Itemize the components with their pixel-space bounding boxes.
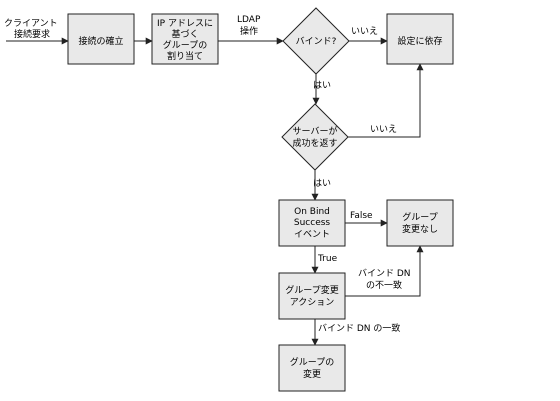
client-label-2: 接続要求: [14, 28, 50, 40]
change-label-1: グループの: [290, 356, 334, 368]
true-label: True: [317, 254, 338, 264]
ldap-label-1: LDAP: [237, 15, 261, 25]
edge-action-nochange: [345, 245, 424, 297]
dn-mismatch-label-1: バインド DN: [358, 268, 411, 279]
action-label-2: アクション: [290, 297, 335, 308]
server-return-decision: [281, 103, 349, 171]
nochange-label-1: グループ: [402, 211, 437, 223]
depends-box: [386, 13, 454, 65]
group-change-box: [278, 344, 346, 392]
on-bind-box: [278, 199, 346, 247]
change-label-2: 変更: [303, 368, 321, 380]
onbind-label-2: Success: [294, 218, 331, 228]
server-label-1: サーバーが: [293, 125, 338, 137]
ip-label-1: IP アドレスに: [157, 18, 213, 29]
onbind-label-1: On Bind: [294, 207, 330, 217]
edge-server-depends: [348, 63, 424, 138]
server-label-2: 成功を返す: [292, 137, 337, 149]
bind-label: バインド?: [296, 36, 337, 47]
yes-label-1: はい: [313, 80, 331, 91]
group-action-box: [278, 272, 346, 320]
action-label-1: グループ変更: [285, 284, 338, 296]
ldap-label-2: 操作: [240, 25, 258, 37]
ip-label-4: 割り当て: [167, 50, 203, 62]
connect-box: [67, 13, 135, 65]
no-label-2: いいえ: [370, 124, 397, 135]
no-label-1: いいえ: [351, 26, 378, 37]
yes-label-2: はい: [313, 178, 331, 189]
dn-mismatch-label-2: の不一致: [366, 279, 402, 291]
ip-label-2: 基づく: [171, 28, 198, 40]
connect-label: 接続の確立: [78, 35, 123, 47]
no-change-box: [386, 199, 454, 247]
false-label: False: [350, 211, 373, 221]
client-label-1: クライアント: [4, 18, 58, 29]
ip-label-3: グループの: [163, 39, 207, 51]
onbind-label-3: イベント: [294, 230, 330, 240]
depends-label: 設定に依存: [397, 35, 442, 47]
dn-match-label: バインド DN の一致: [318, 322, 400, 334]
nochange-label-2: 変更なし: [402, 223, 438, 235]
ip-group-box: [151, 13, 219, 65]
